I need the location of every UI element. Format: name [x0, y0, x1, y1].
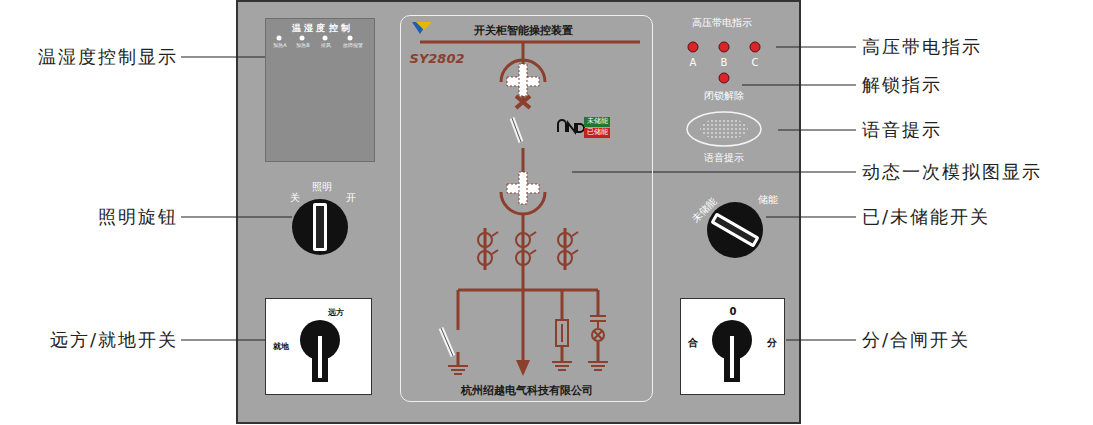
- panel-label: 闭锁解除: [704, 90, 744, 101]
- node-text: 已储能: [587, 129, 608, 137]
- node-text: 未储能: [587, 118, 608, 126]
- node-text: 加热B: [296, 43, 309, 49]
- speaker-outline: [686, 111, 762, 147]
- node-text: SY2802: [410, 52, 465, 66]
- phase-label: A: [690, 57, 697, 68]
- callout-label: 远方/就地开关: [50, 330, 178, 350]
- node-text: 语音提示: [704, 152, 744, 163]
- node-text: 0: [730, 306, 737, 317]
- node-text: 杭州绍越电气科技有限公司: [461, 385, 593, 397]
- node-text: 开关柜智能操控装置: [474, 25, 573, 37]
- node-text: 排风: [321, 43, 331, 49]
- charged-badge: 已储能: [584, 128, 610, 138]
- node-text: 故障报警: [343, 43, 363, 49]
- knob-label: 关: [290, 192, 300, 203]
- knob-label: 开: [346, 192, 356, 203]
- callout-label: 已/未储能开关: [862, 207, 990, 227]
- callout-label: 动态一次模拟图显示: [862, 162, 1042, 182]
- mimic-panel: 开关柜智能操控装置 SY2802 杭州绍越电气科技有限公司 未储能已储能: [400, 15, 653, 402]
- callout-label: 温湿度控制显示: [38, 47, 178, 67]
- uncharged-badge: 未储能: [584, 117, 610, 127]
- callout-label: 解锁指示: [862, 75, 942, 95]
- callout-label: 分/合闸开关: [862, 330, 970, 350]
- callout-label: 语音提示: [862, 120, 942, 140]
- display-box: 温 湿 度 控 制加热A 加热B 排风 故障报警: [265, 18, 375, 162]
- node-text: 远方: [328, 309, 344, 318]
- node-text: 加热A: [273, 43, 286, 49]
- node-text: 分: [767, 337, 777, 348]
- knob-label: 储能: [758, 194, 778, 205]
- node-text: 温 湿 度 控 制: [292, 24, 350, 34]
- node-text: 就地: [273, 343, 289, 352]
- knob-label: 照明: [312, 181, 332, 192]
- open-close-plate: 0 合 分: [680, 298, 785, 395]
- callout-label: 高压带电指示: [862, 37, 982, 57]
- callout-label: 照明旋钮: [98, 207, 178, 227]
- phase-label: C: [752, 57, 759, 68]
- node-text: 合: [688, 337, 698, 348]
- panel-label: 高压带电指示: [692, 17, 752, 28]
- remote-local-plate: 远方就地: [265, 298, 372, 395]
- speaker-oval: 语音提示: [686, 111, 762, 147]
- phase-label: B: [721, 57, 728, 68]
